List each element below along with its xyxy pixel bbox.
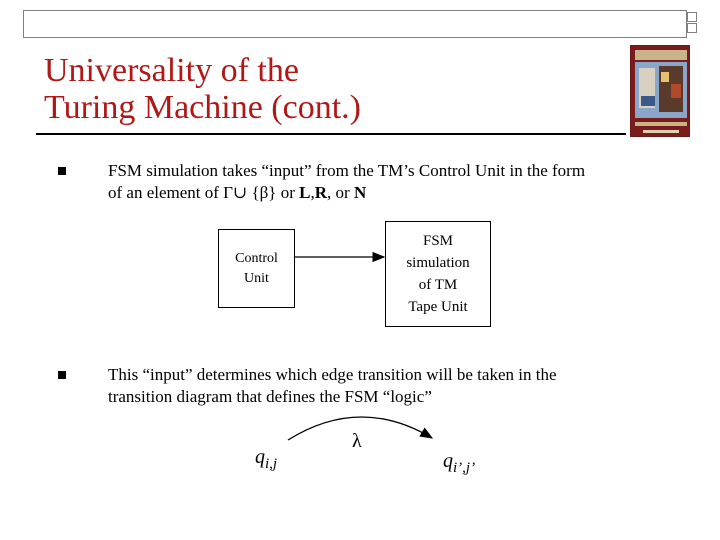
square-bullet-icon: [58, 371, 66, 379]
control-unit-box: Control Unit: [218, 229, 295, 308]
state-from-q: q: [255, 446, 265, 468]
bullet-1-comma: ,: [310, 183, 315, 202]
fsm-simulation-box: FSM simulation of TM Tape Unit: [385, 221, 491, 327]
title-line-2: Turing Machine (cont.): [44, 89, 361, 126]
edge-label-lambda: λ: [352, 430, 362, 452]
fsm-box-line-1: FSM: [422, 233, 454, 249]
state-from: qi,j: [255, 446, 277, 473]
corner-square-top: [687, 12, 697, 22]
header-decoration-bar: [23, 10, 687, 38]
corner-square-bottom: [687, 23, 697, 33]
bullet-2-line-2: transition diagram that defines the FSM …: [108, 387, 432, 406]
bullet-1-or: , or: [327, 183, 354, 202]
bullet-1-L: L: [299, 183, 311, 202]
bullet-1-line-2-prefix: of an element of Γ∪ {β} or: [108, 183, 300, 202]
state-to-sub: i’,j’: [453, 460, 476, 476]
bullet-1-line-1: FSM simulation takes “input” from the TM…: [108, 161, 586, 180]
bullet-1-N: N: [353, 183, 367, 202]
bullet-1-R: R: [314, 183, 328, 202]
bullet-2-line-1: This “input” determines which edge trans…: [108, 365, 557, 384]
bullet-paragraph-1: FSM simulation takes “input” from the TM…: [108, 160, 688, 204]
fsm-box-line-2: simulation: [406, 255, 470, 271]
fsm-box-line-4: Tape Unit: [408, 299, 468, 315]
book-cover-icon: [630, 45, 690, 137]
fsm-box-line-3: of TM: [418, 277, 458, 293]
control-unit-line-1: Control: [235, 250, 278, 266]
state-to-q: q: [443, 450, 453, 472]
bullet-paragraph-2: This “input” determines which edge trans…: [108, 364, 688, 408]
state-from-sub: i,j: [265, 456, 278, 472]
transition-edge-arrow: [287, 416, 434, 441]
title-line-1: Universality of the: [44, 52, 299, 89]
square-bullet-icon: [58, 167, 66, 175]
control-unit-line-2: Unit: [244, 270, 269, 286]
state-to: qi’,j’: [443, 450, 475, 477]
slide-title: Universality of the Turing Machine (cont…: [44, 52, 361, 126]
title-underline: [36, 133, 626, 135]
